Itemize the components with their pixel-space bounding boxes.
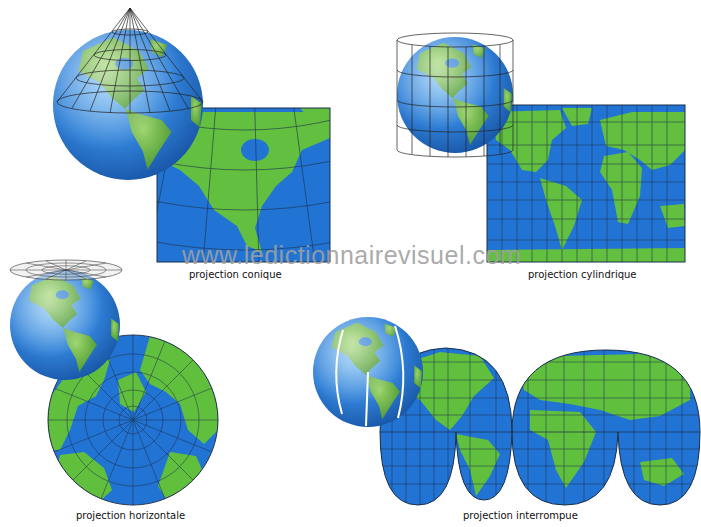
projection-label: projection interrompue	[463, 510, 578, 522]
projection-label: projection cylindrique	[528, 269, 637, 281]
watermark-text: www.ledictionnairevisuel.com	[182, 241, 521, 269]
projection-label: projection horizontale	[76, 510, 185, 522]
projection-label: projection conique	[189, 269, 282, 281]
